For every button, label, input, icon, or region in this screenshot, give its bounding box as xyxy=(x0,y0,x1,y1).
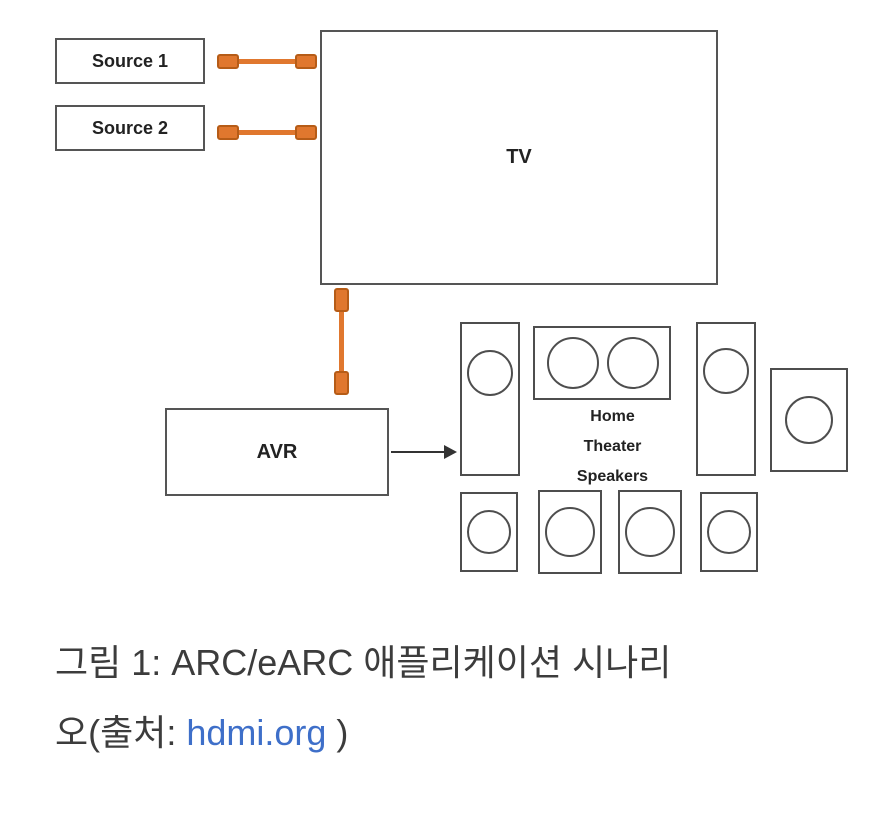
tv-label: TV xyxy=(506,146,532,168)
hdmi-connector-icon xyxy=(295,54,317,69)
speaker-cone-icon xyxy=(625,507,675,557)
source1-label: Source 1 xyxy=(91,50,169,71)
speaker-surround-2 xyxy=(538,490,602,574)
hdmi-connector-icon xyxy=(334,371,349,395)
hdmi-org-link[interactable]: hdmi.org xyxy=(186,712,327,754)
hdmi-connector-icon xyxy=(295,125,317,140)
speaker-surround-4 xyxy=(700,492,758,572)
hdmi-connector-icon xyxy=(334,288,349,312)
speaker-surround-1 xyxy=(460,492,518,572)
speaker-center xyxy=(533,326,671,400)
hdmi-connector-icon xyxy=(217,125,239,140)
speaker-subwoofer xyxy=(770,368,848,472)
hdmi-arc-earc-diagram: Source 1 Source 2 TV AVR xyxy=(55,30,848,574)
caption-line1: 그림 1: ARC/eARC 애플리케이션 시나리 xyxy=(55,642,672,683)
speakers-label-line: Home xyxy=(590,408,635,425)
source2-label: Source 2 xyxy=(91,117,169,138)
speaker-cone-icon xyxy=(707,510,751,554)
speaker-front-left xyxy=(460,322,520,476)
speaker-cone-icon xyxy=(703,348,749,394)
speaker-cone-icon xyxy=(545,507,595,557)
home-theater-speakers-label: Home Theater Speakers xyxy=(545,402,680,492)
arrowhead-icon xyxy=(444,445,457,459)
speaker-cone-icon xyxy=(607,337,659,389)
speaker-cone-icon xyxy=(547,337,599,389)
speaker-front-right xyxy=(696,322,756,476)
avr-to-speakers-arrow xyxy=(391,451,446,453)
source2-box: Source 2 xyxy=(55,105,205,151)
source1-box: Source 1 xyxy=(55,38,205,84)
speaker-cone-icon xyxy=(785,396,833,444)
hdmi-cable-source1-tv xyxy=(228,59,316,64)
avr-box: AVR xyxy=(165,408,389,496)
caption-line2-suffix: ) xyxy=(326,712,349,754)
figure-caption: 그림 1: ARC/eARC 애플리케이션 시나리 오(출처: hdmi.org… xyxy=(55,628,856,768)
speaker-cone-icon xyxy=(467,510,511,554)
hdmi-cable-tv-avr xyxy=(339,298,344,386)
speaker-surround-3 xyxy=(618,490,682,574)
hdmi-cable-source2-tv xyxy=(228,130,316,135)
avr-label: AVR xyxy=(256,440,298,463)
speakers-label-line: Theater xyxy=(583,438,642,455)
speakers-label-line: Speakers xyxy=(576,468,649,485)
hdmi-connector-icon xyxy=(217,54,239,69)
caption-line2-prefix: 오(출처: xyxy=(55,712,187,754)
speaker-cone-icon xyxy=(467,350,513,396)
tv-box: TV xyxy=(320,30,718,285)
